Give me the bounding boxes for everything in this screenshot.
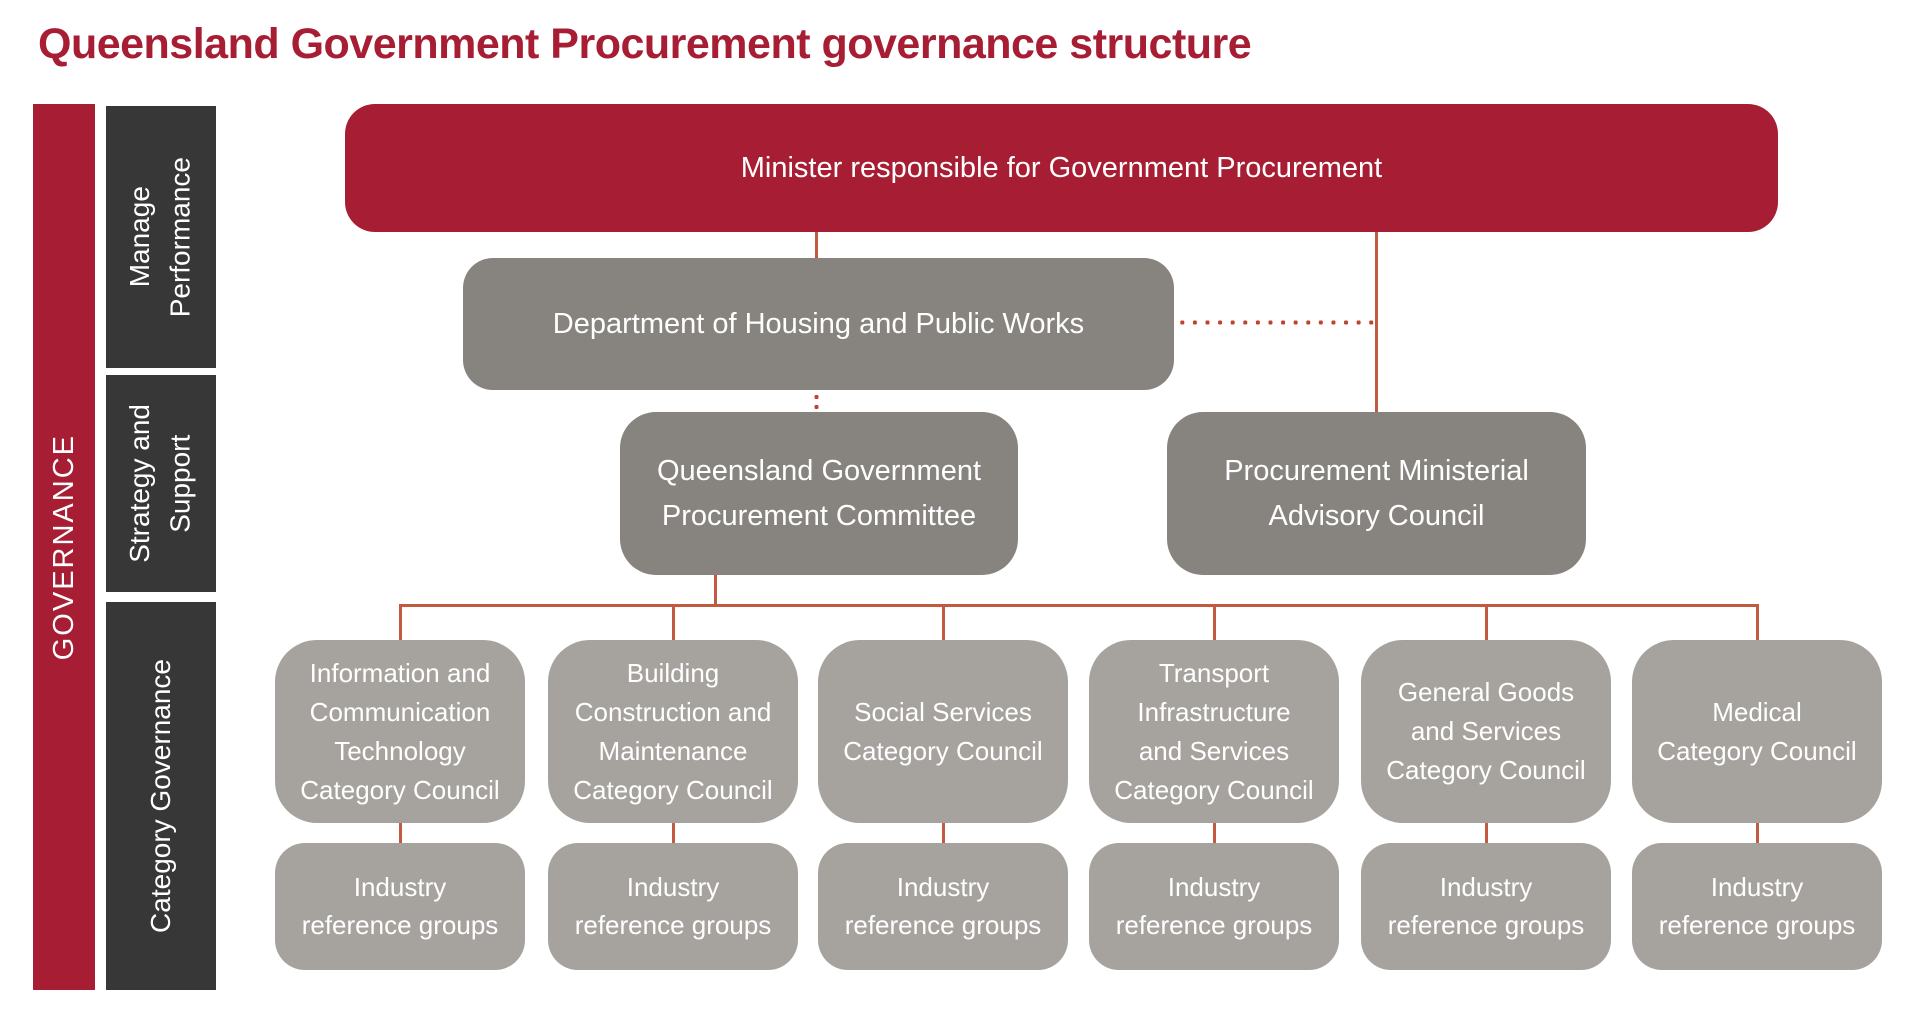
connector-council-drop-line [1213,606,1216,640]
sidebar-phase-label: Manage Performance [124,156,196,318]
category-council-box-transport: Transport Infrastructure and Services Ca… [1089,640,1339,823]
connector-council-drop-line [1756,606,1759,640]
connector-council-industry-line [942,823,945,843]
connector-council-industry-line [1756,823,1759,843]
category-council-box-general-goods: General Goods and Services Category Coun… [1361,640,1611,823]
sidebar-phase-category-governance: Category Governance [106,602,216,990]
connector-minister-department-line [815,232,818,259]
category-council-box-ict: Information and Communication Technology… [275,640,525,823]
sidebar-phase-manage-performance: Manage Performance [106,106,216,368]
procurement-committee-box: Queensland Government Procurement Commit… [620,412,1018,575]
connector-council-drop-line [1485,606,1488,640]
industry-reference-groups-box: Industry reference groups [1632,843,1882,970]
industry-reference-groups-box: Industry reference groups [818,843,1068,970]
connector-councils-bus-line [399,604,1759,607]
ministerial-advisory-council-box: Procurement Ministerial Advisory Council [1167,412,1586,575]
sidebar-phase-strategy-and-support: Strategy and Support [106,375,216,592]
minister-box: Minister responsible for Government Proc… [345,104,1778,232]
governance-bar: GOVERNANCE [33,104,95,990]
connector-council-industry-line [1213,823,1216,843]
industry-reference-groups-box: Industry reference groups [1089,843,1339,970]
connector-council-drop-line [672,606,675,640]
industry-reference-groups-box: Industry reference groups [275,843,525,970]
department-box: Department of Housing and Public Works [463,258,1174,390]
connector-council-drop-line [942,606,945,640]
governance-bar-label: GOVERNANCE [47,433,80,661]
connector-minister-advisory-line [1375,232,1378,413]
category-council-box-building: Building Construction and Maintenance Ca… [548,640,798,823]
sidebar-phase-label: Strategy and Support [124,404,196,563]
connector-council-drop-line [399,606,402,640]
industry-reference-groups-box: Industry reference groups [1361,843,1611,970]
sidebar-phase-label: Category Governance [144,659,176,933]
industry-reference-groups-box: Industry reference groups [548,843,798,970]
connector-department-advisory-dotted-line [1176,320,1376,325]
connector-council-industry-line [672,823,675,843]
connector-council-industry-line [1485,823,1488,843]
connector-council-industry-line [399,823,402,843]
category-council-box-medical: Medical Category Council [1632,640,1882,823]
connector-committee-bus-line [714,575,717,606]
connector-department-committee-dotted-line [814,392,819,412]
category-council-box-social-services: Social Services Category Council [818,640,1068,823]
page-title: Queensland Government Procurement govern… [38,20,1252,68]
